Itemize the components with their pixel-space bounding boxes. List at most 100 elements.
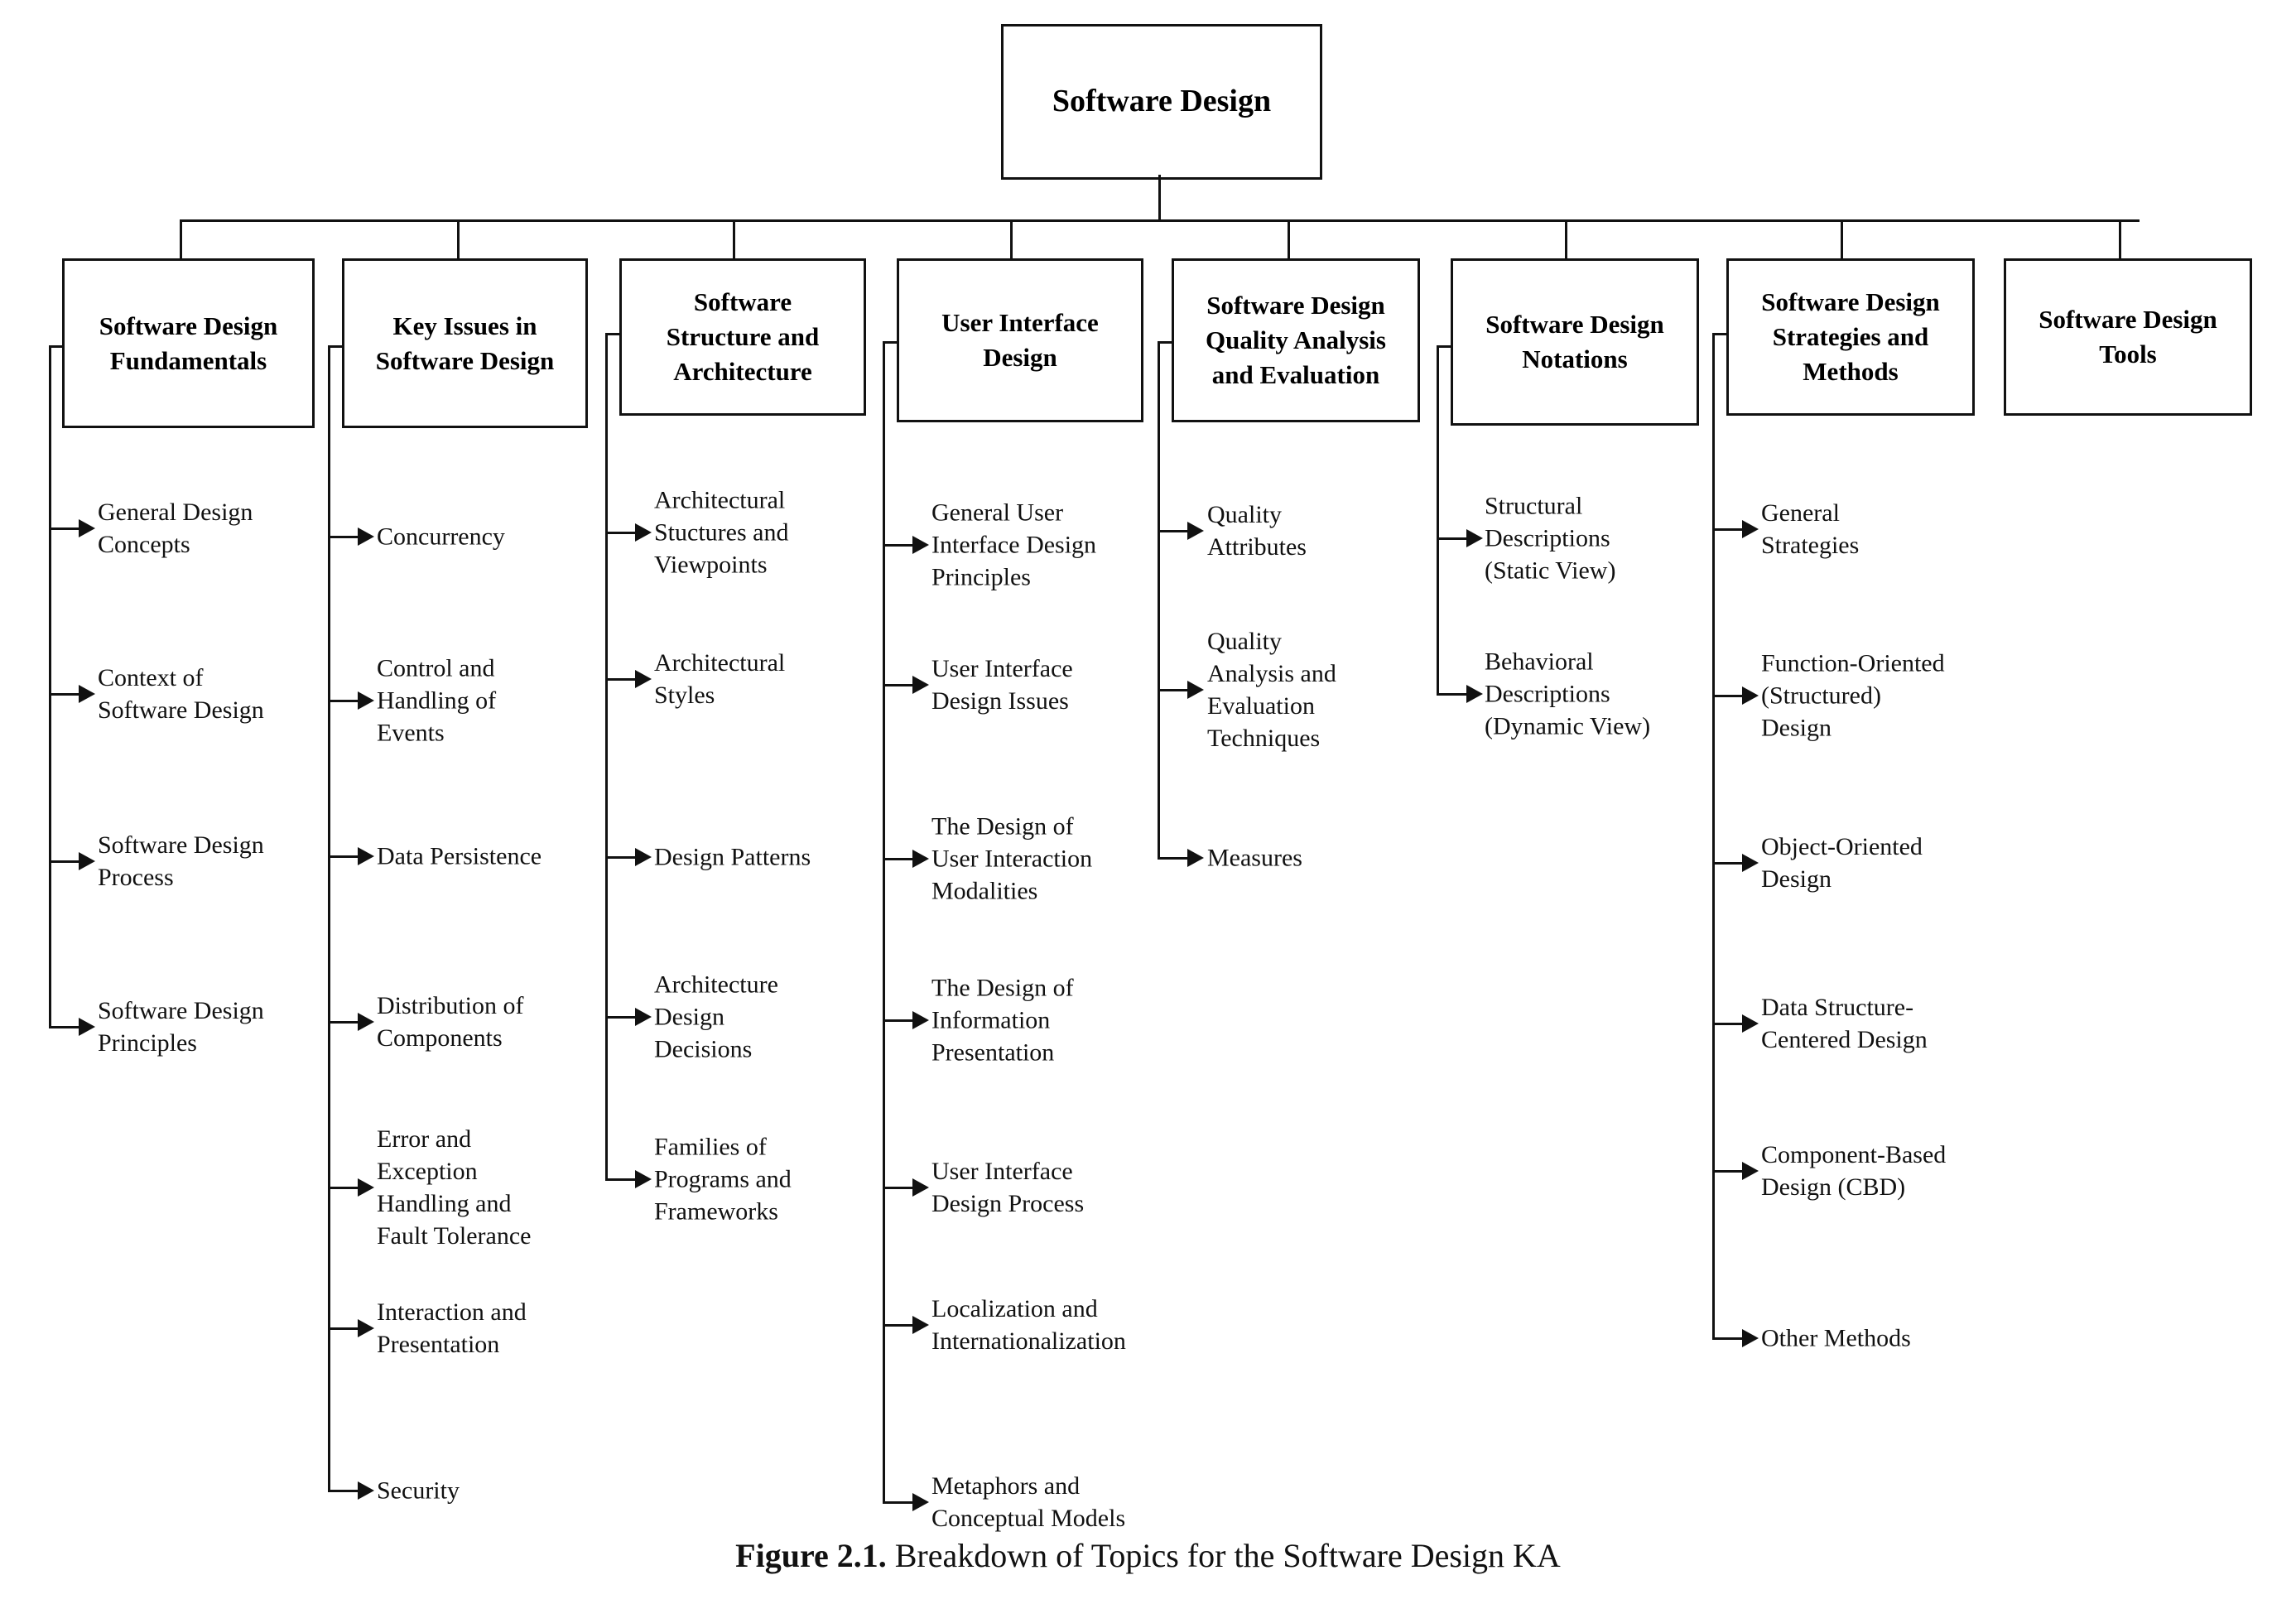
topic-item[interactable]: Function-Oriented (Structured) Design (1761, 649, 1945, 742)
topic-item[interactable]: User Interface Design Issues (931, 655, 1073, 715)
category-drop-line (1010, 219, 1013, 258)
topic-arrow-stem (1712, 528, 1742, 531)
category-stub-user-interface-design (883, 341, 897, 344)
topic-arrow-stem (883, 544, 912, 547)
topic-arrow-stem (883, 1019, 912, 1022)
arrow-right-icon (1466, 685, 1483, 703)
category-drop-line (733, 219, 735, 258)
topic-item[interactable]: Localization and Internationalization (931, 1295, 1126, 1355)
category-label-key-issues-in-software-design: Key Issues in Software Design (375, 311, 555, 375)
category-box-key-issues-in-software-design[interactable]: Key Issues in Software Design (342, 258, 588, 428)
arrow-right-icon (912, 850, 929, 868)
arrow-right-icon (79, 519, 95, 537)
category-box-software-design-quality-analysis-and-evaluation[interactable]: Software Design Quality Analysis and Eva… (1172, 258, 1420, 422)
topic-item[interactable]: Families of Programs and Frameworks (654, 1133, 792, 1226)
arrow-right-icon (1187, 522, 1204, 540)
category-stub-software-design-strategies-and-methods (1712, 333, 1726, 335)
category-label-software-design-quality-analysis-and-evaluation: Software Design Quality Analysis and Eva… (1206, 291, 1386, 389)
topic-item[interactable]: Error and Exception Handling and Fault T… (377, 1125, 532, 1250)
topic-arrow-stem (605, 1016, 635, 1019)
distribution-bus (181, 219, 2140, 222)
topic-item[interactable]: Software Design Process (98, 831, 264, 891)
topic-arrow-stem (883, 858, 912, 860)
category-box-user-interface-design[interactable]: User Interface Design (897, 258, 1143, 422)
category-box-software-design-notations[interactable]: Software Design Notations (1451, 258, 1699, 426)
topic-item[interactable]: Data Persistence (377, 842, 542, 870)
category-box-software-design-tools[interactable]: Software Design Tools (2004, 258, 2252, 416)
topic-item[interactable]: User Interface Design Process (931, 1158, 1085, 1217)
arrow-right-icon (635, 670, 652, 688)
topic-arrow-stem (1158, 530, 1187, 532)
topic-item[interactable]: Architectural Stuctures and Viewpoints (654, 486, 789, 579)
topic-item[interactable]: Other Methods (1761, 1324, 1911, 1352)
topic-item[interactable]: General Design Concepts (98, 499, 253, 558)
topic-item[interactable]: Data Structure- Centered Design (1761, 994, 1928, 1053)
arrow-right-icon (358, 1319, 374, 1337)
category-spine-software-design-quality-analysis-and-evaluation (1158, 341, 1160, 858)
arrow-right-icon (1742, 686, 1759, 705)
topic-arrow-stem (1712, 1170, 1742, 1173)
category-drop-line (1288, 219, 1290, 258)
category-spine-software-design-strategies-and-methods (1712, 333, 1715, 1338)
topic-arrow-stem (1712, 1337, 1742, 1340)
topic-arrow-stem (328, 855, 358, 858)
topic-item[interactable]: Architecture Design Decisions (654, 971, 778, 1063)
topic-arrow-stem (328, 1021, 358, 1024)
topic-item[interactable]: Architectural Styles (654, 649, 786, 709)
arrow-right-icon (635, 523, 652, 542)
root-stem (1158, 175, 1161, 219)
topic-item[interactable]: Software Design Principles (98, 997, 264, 1057)
figure-caption: Figure 2.1. Breakdown of Topics for the … (0, 1536, 2296, 1575)
topic-arrow-stem (1437, 537, 1466, 540)
topic-arrow-stem (328, 1187, 358, 1189)
category-drop-line (1565, 219, 1567, 258)
topic-item[interactable]: Measures (1207, 844, 1302, 872)
topic-arrow-stem (1712, 1023, 1742, 1025)
topic-item[interactable]: Control and Handling of Events (377, 654, 497, 747)
topic-arrow-stem (328, 536, 358, 538)
topic-arrow-stem (883, 1501, 912, 1504)
topic-item[interactable]: Behavioral Descriptions (Dynamic View) (1485, 648, 1651, 740)
topic-item[interactable]: Context of Software Design (98, 664, 264, 724)
category-spine-software-design-fundamentals (49, 345, 51, 1027)
category-box-software-design-strategies-and-methods[interactable]: Software Design Strategies and Methods (1726, 258, 1975, 416)
figure-caption-text: Breakdown of Topics for the Software Des… (886, 1537, 1561, 1574)
topic-item[interactable]: Distribution of Components (377, 992, 524, 1052)
category-label-user-interface-design: User Interface Design (941, 308, 1099, 372)
arrow-right-icon (912, 676, 929, 694)
root-node: Software Design (1001, 24, 1322, 180)
topic-item[interactable]: The Design of Information Presentation (931, 974, 1074, 1067)
topic-item[interactable]: The Design of User Interaction Modalitie… (931, 812, 1093, 905)
topic-arrow-stem (328, 1490, 358, 1492)
category-box-software-structure-and-architecture[interactable]: Software Structure and Architecture (619, 258, 866, 416)
category-label-software-design-strategies-and-methods: Software Design Strategies and Methods (1761, 287, 1940, 386)
topic-item[interactable]: General Strategies (1761, 499, 1860, 559)
arrow-right-icon (358, 691, 374, 710)
topic-item[interactable]: Component-Based Design (CBD) (1761, 1141, 1947, 1201)
category-label-software-design-notations: Software Design Notations (1485, 310, 1664, 373)
topic-item[interactable]: Quality Attributes (1207, 501, 1307, 561)
topic-item[interactable]: Object-Oriented Design (1761, 833, 1923, 893)
arrow-right-icon (635, 848, 652, 866)
topic-item[interactable]: Metaphors and Conceptual Models (931, 1472, 1126, 1532)
topic-item[interactable]: Security (377, 1476, 460, 1505)
arrow-right-icon (1742, 520, 1759, 538)
topic-arrow-stem (605, 856, 635, 859)
topic-arrow-stem (1437, 693, 1466, 696)
topic-item[interactable]: Structural Descriptions (Static View) (1485, 492, 1616, 585)
topic-item[interactable]: Design Patterns (654, 843, 811, 871)
topic-item[interactable]: Concurrency (377, 523, 505, 551)
figure-caption-label: Figure 2.1. (735, 1537, 887, 1574)
topic-item[interactable]: Interaction and Presentation (377, 1298, 527, 1358)
arrow-right-icon (358, 847, 374, 865)
topic-arrow-stem (49, 860, 79, 863)
category-box-software-design-fundamentals[interactable]: Software Design Fundamentals (62, 258, 315, 428)
category-stub-key-issues-in-software-design (328, 345, 342, 348)
category-spine-user-interface-design (883, 341, 885, 1502)
category-spine-software-structure-and-architecture (605, 333, 608, 1179)
topic-item[interactable]: Quality Analysis and Evaluation Techniqu… (1207, 628, 1336, 752)
arrow-right-icon (912, 1178, 929, 1197)
topic-item[interactable]: General User Interface Design Principles (931, 499, 1097, 591)
arrow-right-icon (1187, 681, 1204, 699)
